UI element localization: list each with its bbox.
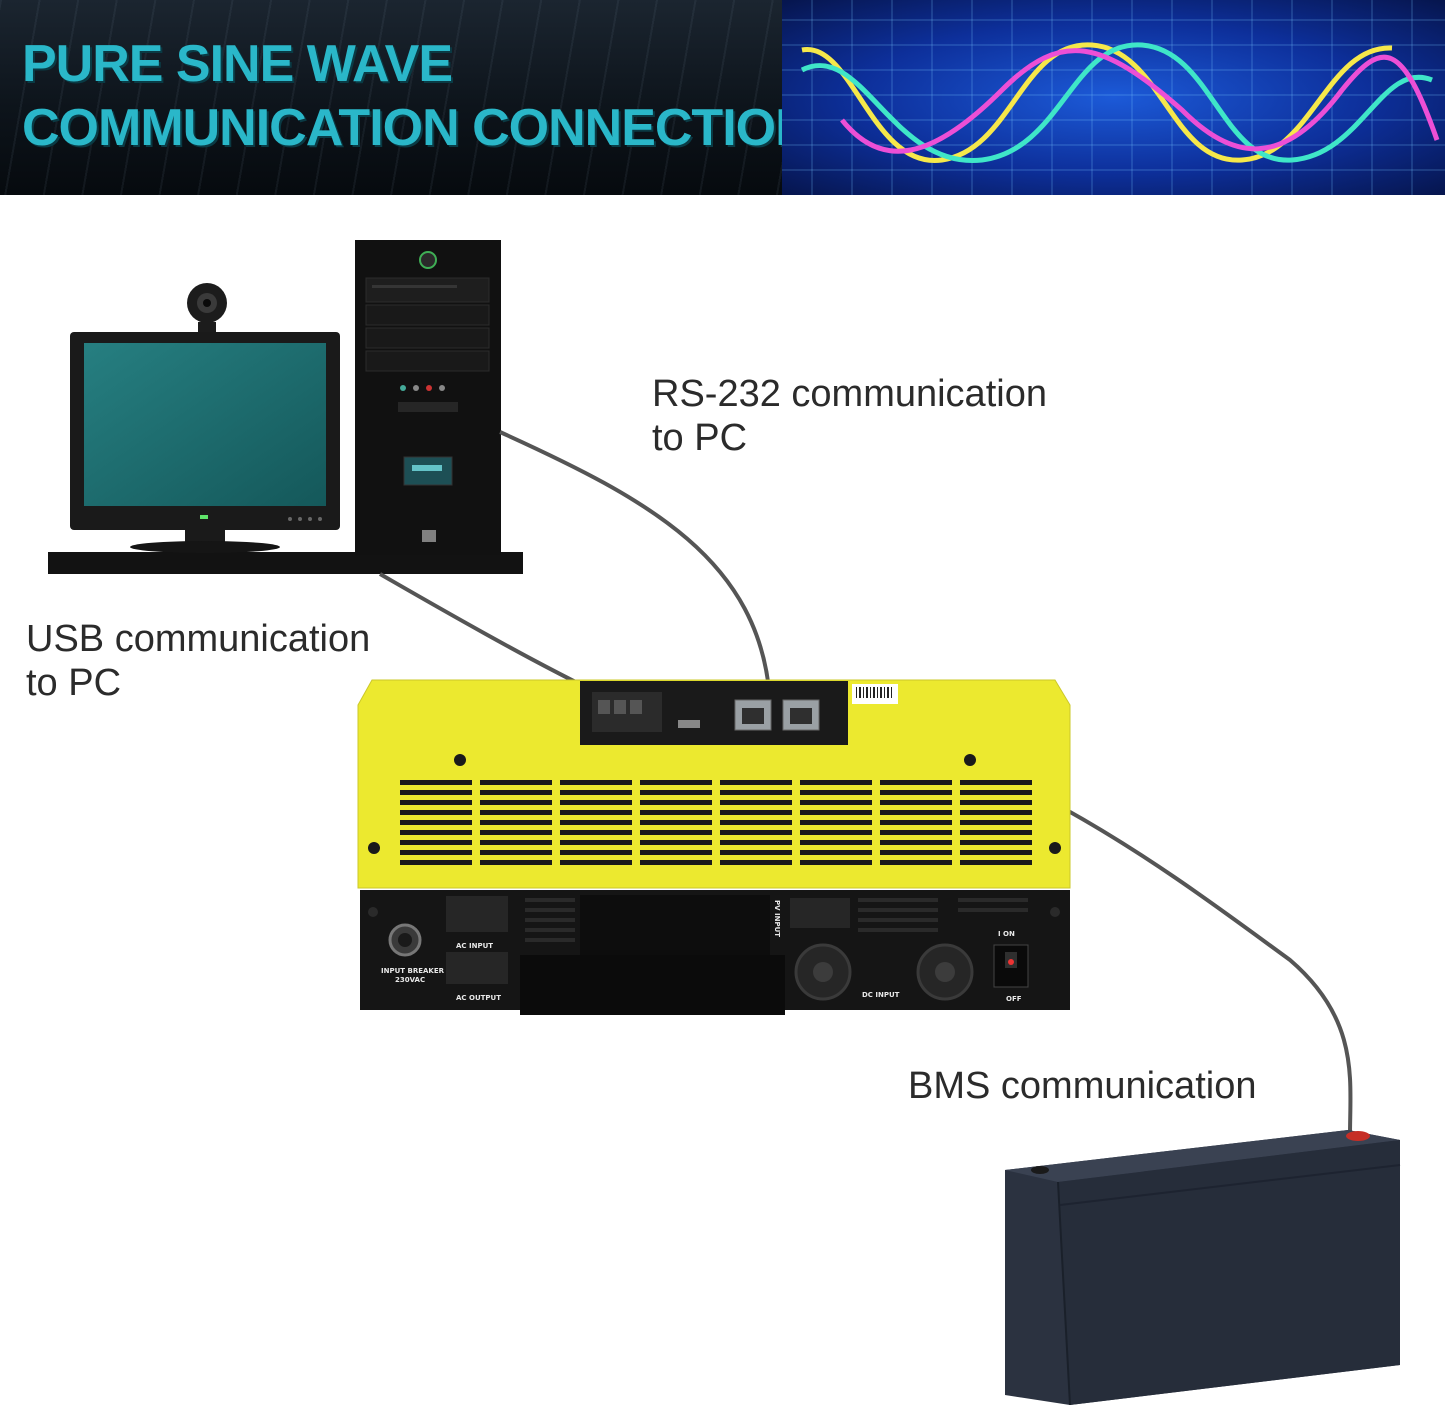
rs232-cable <box>499 430 772 715</box>
power-switch <box>993 944 1029 988</box>
battery-terminal-red <box>1346 1131 1370 1141</box>
switch-on-label: I ON <box>998 930 1015 938</box>
input-breaker-label-1: INPUT BREAKER <box>381 967 445 975</box>
banner-title-line2: COMMUNICATION CONNECTION <box>22 99 813 157</box>
usb-label-line2: to PC <box>26 662 122 704</box>
usb-port <box>678 720 700 728</box>
teal-wave <box>800 42 1433 163</box>
inverter-unit <box>357 679 1071 889</box>
ac-input-label: AC INPUT <box>456 942 493 950</box>
ac-output-label: AC OUTPUT <box>456 994 501 1002</box>
usb-label-line1: USB communication <box>26 618 371 660</box>
magenta-wave <box>840 48 1440 154</box>
rs232-label-line2: to PC <box>652 417 748 459</box>
sine-waves-svg <box>782 0 1445 195</box>
desk-shelf <box>48 552 523 574</box>
inverter-cover-plate <box>520 955 785 1015</box>
switch-off-label: OFF <box>1006 995 1022 1003</box>
solar-panel-background <box>0 0 782 195</box>
ac-output-socket <box>446 952 508 984</box>
header-banner: PURE SINE WAVE COMMUNICATION CONNECTION <box>0 0 1445 195</box>
banner-title-line1: PURE SINE WAVE <box>22 35 453 93</box>
rs232-label-line1: RS-232 communication <box>652 373 1047 415</box>
ventilation-grille <box>400 780 1032 865</box>
inverter-bottom-panel: INPUT BREAKER 230VAC AC INPUT AC OUTPUT … <box>360 890 1070 1015</box>
battery <box>1005 1130 1401 1406</box>
bms-port <box>782 699 820 731</box>
battery-terminal-black <box>1031 1166 1049 1174</box>
sine-wave-graphic <box>782 0 1445 195</box>
bms-label: BMS communication <box>908 1065 1257 1107</box>
yellow-wave <box>801 42 1393 163</box>
ac-input-socket <box>446 896 508 932</box>
input-breaker-label-2: 230VAC <box>395 976 425 984</box>
usb-label: USB communication to PC <box>26 617 370 705</box>
input-breaker-icon <box>388 923 422 957</box>
pc-monitor <box>70 332 340 553</box>
dc-input-label: DC INPUT <box>862 991 900 999</box>
pc-tower <box>355 240 501 555</box>
rs232-label: RS-232 communication to PC <box>652 372 1047 460</box>
pv-input-label: PV INPUT <box>773 900 781 937</box>
dc-input-terminals <box>794 943 974 1001</box>
webcam-icon <box>187 283 227 332</box>
